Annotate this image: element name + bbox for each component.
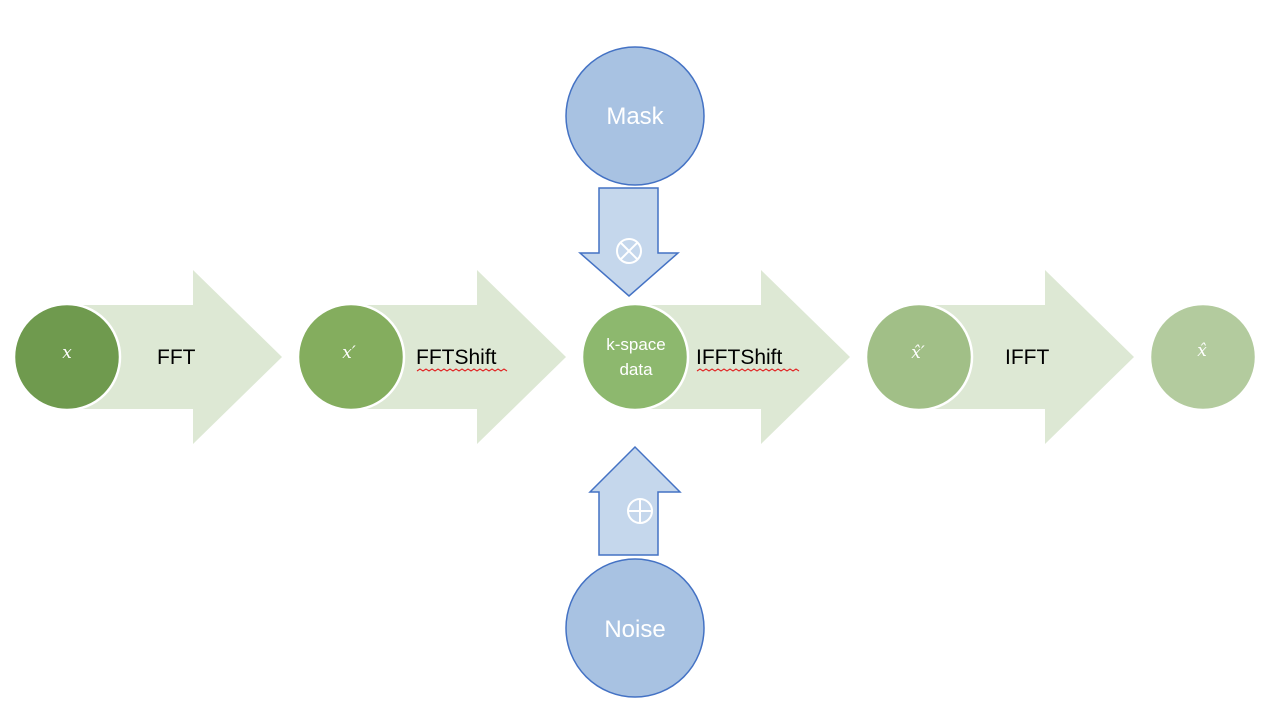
node-x-prime-label: x′ bbox=[342, 343, 356, 363]
op-label-ifft: IFFT bbox=[1005, 346, 1049, 369]
node-x-label: x bbox=[62, 343, 72, 363]
noise-branch: Noise bbox=[565, 445, 705, 698]
node-kspace-label-line2: data bbox=[619, 360, 653, 379]
otimes-icon bbox=[616, 238, 642, 264]
noise-label: Noise bbox=[604, 616, 665, 643]
node-x-hat-prime-label: x̂′ bbox=[911, 343, 925, 363]
pipeline-arrows bbox=[70, 270, 1134, 444]
mask-label: Mask bbox=[606, 103, 664, 130]
op-label-fft: FFT bbox=[157, 346, 196, 369]
arrow-fft bbox=[70, 270, 282, 444]
mask-node bbox=[565, 46, 705, 186]
mask-arrow bbox=[578, 187, 680, 297]
arrow-fftshift bbox=[354, 270, 566, 444]
oplus-icon bbox=[627, 498, 653, 524]
operation-labels: FFT FFTShift IFFTShift IFFT bbox=[157, 346, 1049, 372]
node-kspace-label-line1: k-space bbox=[606, 335, 666, 354]
op-label-ifftshift: IFFTShift bbox=[696, 346, 783, 369]
spellcheck-underline bbox=[696, 368, 800, 372]
noise-node bbox=[565, 558, 705, 698]
node-x-hat bbox=[1148, 302, 1258, 412]
node-x bbox=[12, 302, 122, 412]
arrow-ifftshift bbox=[638, 270, 850, 444]
node-kspace bbox=[580, 302, 690, 412]
arrow-ifft bbox=[922, 270, 1134, 444]
spellcheck-underline bbox=[416, 368, 508, 372]
node-x-hat-prime bbox=[864, 302, 974, 412]
node-x-prime bbox=[296, 302, 406, 412]
op-label-fftshift: FFTShift bbox=[416, 346, 497, 369]
pipeline-nodes: x x′ k-space data x̂′ x̂ bbox=[12, 302, 1258, 412]
node-x-hat-label: x̂ bbox=[1197, 341, 1207, 361]
mask-branch: Mask bbox=[565, 46, 705, 297]
